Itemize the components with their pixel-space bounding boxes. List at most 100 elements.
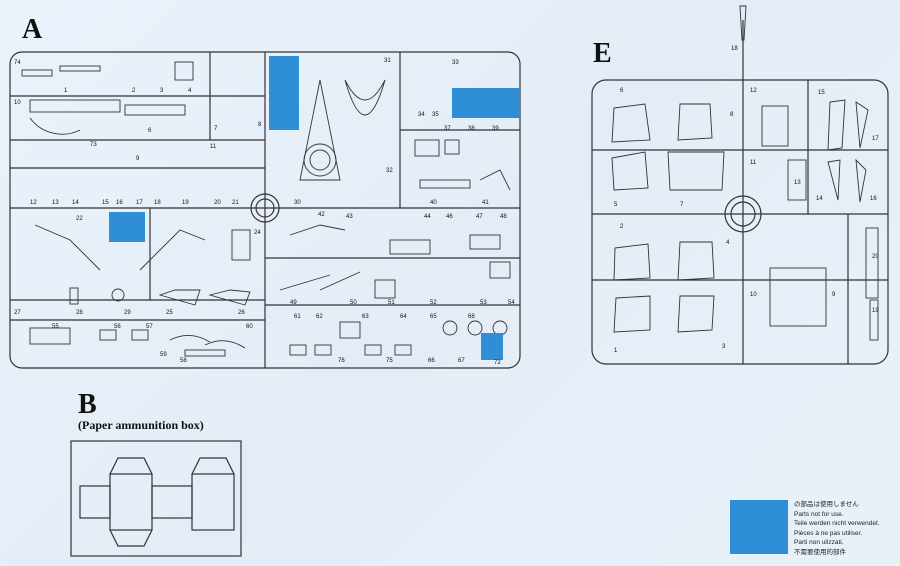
part-e-7: 7 (680, 202, 684, 208)
part-e-1: 1 (614, 348, 618, 354)
part-50: 50 (350, 300, 357, 306)
legend-line-it: Parti non ulizzati. (794, 539, 844, 547)
legend-line-en: Parts not for use. (794, 510, 844, 518)
part-e-6: 6 (620, 88, 624, 94)
part-e-10: 10 (750, 292, 757, 298)
part-61: 61 (294, 314, 301, 320)
part-29: 29 (124, 310, 131, 316)
part-17: 17 (136, 200, 143, 206)
part-6: 6 (148, 128, 152, 134)
part-48: 48 (500, 214, 507, 220)
part-46: 46 (446, 214, 453, 220)
part-24: 24 (254, 230, 261, 236)
part-26: 26 (238, 310, 245, 316)
part-40: 40 (430, 200, 437, 206)
part-e-5: 5 (614, 202, 618, 208)
part-56: 56 (114, 324, 121, 330)
sprue-b-label: B (78, 389, 97, 420)
part-1: 1 (64, 88, 68, 94)
legend-line-de: Teile werden nicht verwendet. (794, 520, 880, 528)
part-11: 11 (210, 144, 217, 150)
part-65: 65 (430, 314, 437, 320)
part-27: 27 (14, 310, 21, 316)
part-e-17: 17 (872, 136, 879, 142)
part-e-9: 9 (832, 292, 836, 298)
paper-box-b (70, 440, 242, 557)
part-62: 62 (316, 314, 323, 320)
part-59: 59 (160, 352, 167, 358)
sprue-e-frame (591, 20, 889, 365)
part-28: 28 (76, 310, 83, 316)
unused-parts-swatch (730, 500, 788, 554)
part-63: 63 (362, 314, 369, 320)
part-60: 60 (246, 324, 253, 330)
part-74: 74 (14, 60, 21, 66)
part-54: 54 (508, 300, 515, 306)
part-67: 67 (458, 358, 465, 364)
part-22: 22 (76, 216, 83, 222)
part-41: 41 (482, 200, 489, 206)
part-43: 43 (346, 214, 353, 220)
sprue-a-label: A (22, 14, 43, 45)
part-e-18: 18 (731, 46, 738, 52)
legend: の部品は使用しません Parts not for use. Teile werd… (794, 500, 880, 558)
legend-line-ja: の部品は使用しません (794, 501, 859, 508)
part-57: 57 (146, 324, 153, 330)
part-38: 38 (468, 126, 475, 132)
part-42: 42 (318, 212, 325, 218)
part-9: 9 (136, 156, 140, 162)
part-15: 15 (102, 200, 109, 206)
sprue-a-parts (21, 61, 511, 357)
part-37: 37 (444, 126, 451, 132)
part-31: 31 (384, 58, 391, 64)
part-66: 66 (428, 358, 435, 364)
part-e-15: 15 (818, 90, 825, 96)
part-58: 58 (180, 358, 187, 364)
part-32: 32 (386, 168, 393, 174)
part-e-13: 13 (794, 180, 801, 186)
part-e-14: 14 (816, 196, 823, 202)
part-2: 2 (132, 88, 136, 94)
part-e-4: 4 (726, 240, 730, 246)
part-25: 25 (166, 310, 173, 316)
part-39: 39 (492, 126, 499, 132)
part-34: 34 (418, 112, 425, 118)
part-16: 16 (116, 200, 123, 206)
part-8: 8 (258, 122, 262, 128)
part-10: 10 (14, 100, 21, 106)
part-20: 20 (214, 200, 221, 206)
part-35: 35 (432, 112, 439, 118)
part-e-11: 11 (750, 160, 757, 166)
part-68: 68 (468, 314, 475, 320)
part-75: 75 (386, 358, 393, 364)
part-47: 47 (476, 214, 483, 220)
sprue-a-frame (9, 51, 521, 369)
part-44: 44 (424, 214, 431, 220)
part-53: 53 (480, 300, 487, 306)
part-55: 55 (52, 324, 59, 330)
part-14: 14 (72, 200, 79, 206)
part-e-19: 19 (872, 308, 879, 314)
unused-parts-a (109, 56, 520, 360)
part-4: 4 (188, 88, 192, 94)
part-72: 72 (494, 360, 501, 366)
legend-line-zh: 不需要使用的部件 (794, 548, 846, 556)
part-33: 33 (452, 60, 459, 66)
part-19: 19 (182, 200, 189, 206)
sprue-b-subtitle: (Paper ammunition box) (78, 418, 204, 432)
part-e-3: 3 (722, 344, 726, 350)
part-18: 18 (154, 200, 161, 206)
part-73: 73 (90, 142, 97, 148)
part-e-8: 8 (730, 112, 734, 118)
part-30: 30 (294, 200, 301, 206)
sprue-e-parts (611, 5, 879, 341)
part-e-2: 2 (620, 224, 624, 230)
part-e-16: 16 (870, 196, 877, 202)
part-49: 49 (290, 300, 297, 306)
part-52: 52 (430, 300, 437, 306)
legend-line-fr: Pièces à ne pas utiliser. (794, 529, 863, 537)
part-7: 7 (214, 126, 218, 132)
part-51: 51 (388, 300, 395, 306)
